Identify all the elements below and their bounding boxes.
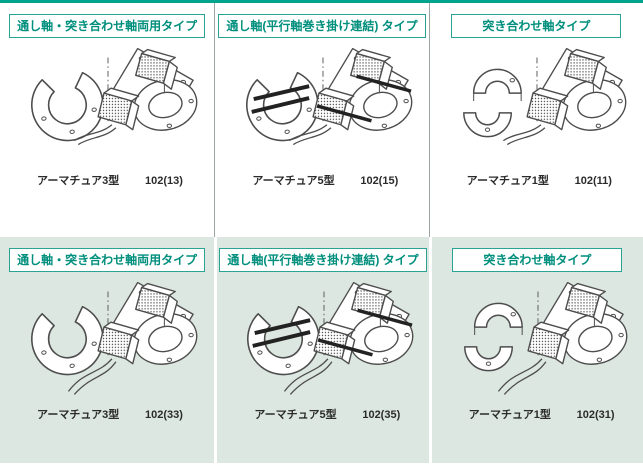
page-ref: 102(13): [145, 175, 183, 187]
page-ref: 102(35): [362, 409, 401, 421]
panel-title: 通し軸(平行軸巻き掛け連結) タイプ: [219, 248, 427, 272]
caption-row: アーマチュア3型 102(13): [0, 172, 214, 188]
section-bottom: 通し軸・突き合わせ軸両用タイプ アーマチュア3型 102(33) 通し軸(平行軸…: [0, 237, 643, 463]
model-label: アーマチュア3型: [37, 175, 120, 187]
armature-type3-wired-drawing: [26, 281, 202, 396]
teal-accent-bar: [0, 0, 643, 3]
panel-armature-5-bottom: 通し軸(平行軸巻き掛け連結) タイプ アーマチュア5型 102(35): [214, 237, 428, 463]
panel-title: 通し軸・突き合わせ軸両用タイプ: [9, 14, 206, 38]
caption-row: アーマチュア3型 102(33): [0, 406, 214, 422]
page-ref: 102(15): [360, 175, 399, 187]
model-label: アーマチュア1型: [466, 175, 549, 187]
panel-armature-1-bottom: 突き合わせ軸タイプ アーマチュア1型 102(31): [428, 237, 643, 463]
armature-type5-wired-drawing: [229, 281, 417, 396]
caption-row: アーマチュア5型 102(15): [215, 172, 428, 188]
panel-armature-5-top: 通し軸(平行軸巻き掛け連結) タイプ アーマチュア5型 102(15): [214, 3, 428, 237]
page-ref: 102(33): [145, 409, 183, 421]
armature-type1-wired-drawing: [464, 281, 632, 396]
panel-title: 通し軸(平行軸巻き掛け連結) タイプ: [218, 14, 426, 38]
section-top: 通し軸・突き合わせ軸両用タイプ アーマチュア3型 102(13) 通し軸(平行軸…: [0, 3, 643, 237]
armature-type3-drawing: [26, 47, 202, 147]
caption-row: アーマチュア1型 102(31): [432, 406, 643, 422]
model-label: アーマチュア5型: [254, 409, 337, 421]
panel-armature-3-top: 通し軸・突き合わせ軸両用タイプ アーマチュア3型 102(13): [0, 3, 214, 237]
page-ref: 102(31): [576, 409, 615, 421]
bottom-white-edge: [0, 463, 643, 465]
panel-armature-3-bottom: 通し軸・突き合わせ軸両用タイプ アーマチュア3型 102(33): [0, 237, 214, 463]
caption-row: アーマチュア1型 102(11): [430, 172, 643, 188]
caption-row: アーマチュア5型 102(35): [217, 406, 428, 422]
panel-armature-1-top: 突き合わせ軸タイプ アーマチュア1型 102(11): [428, 3, 643, 237]
model-label: アーマチュア1型: [468, 409, 551, 421]
page-ref: 102(11): [574, 175, 612, 187]
panel-title: 突き合わせ軸タイプ: [452, 248, 623, 272]
panel-title: 突き合わせ軸タイプ: [451, 14, 622, 38]
model-label: アーマチュア3型: [37, 409, 120, 421]
armature-type1-drawing: [463, 47, 631, 146]
armature-type5-drawing: [228, 47, 416, 163]
model-label: アーマチュア5型: [252, 175, 335, 187]
panel-title: 通し軸・突き合わせ軸両用タイプ: [9, 248, 206, 272]
